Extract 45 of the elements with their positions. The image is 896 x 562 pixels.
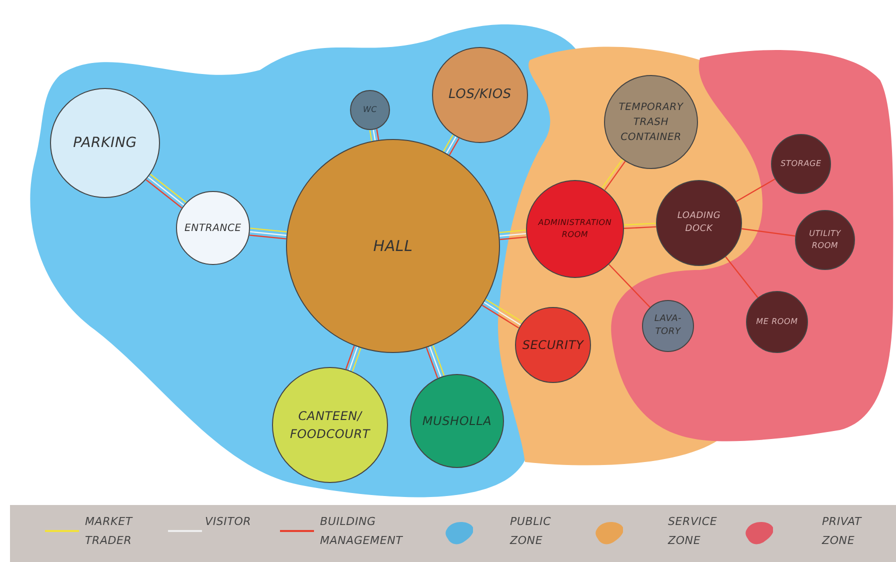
room-label: LOADING DOCK bbox=[676, 210, 722, 236]
connector-line bbox=[429, 346, 442, 378]
room-label: PARKING bbox=[73, 134, 137, 152]
legend-label: BUILDING MANAGEMENT bbox=[320, 514, 404, 549]
connector-line bbox=[345, 346, 355, 370]
room-label: WC bbox=[362, 104, 378, 116]
room-label: UTILITY ROOM bbox=[808, 228, 842, 252]
room-label: STORAGE bbox=[780, 158, 822, 170]
connector-line bbox=[376, 129, 380, 140]
legend-label: PRIVAT ZONE bbox=[822, 514, 863, 549]
connector-line bbox=[742, 228, 796, 237]
connector-line bbox=[432, 345, 445, 376]
connector-line bbox=[500, 236, 527, 240]
connector-line bbox=[369, 130, 372, 142]
connector-line bbox=[448, 138, 460, 156]
connector-line bbox=[442, 134, 454, 152]
connector-line bbox=[348, 346, 358, 370]
connector-line bbox=[608, 264, 650, 308]
connector-line bbox=[249, 234, 286, 240]
room-label: MUSHOLLA bbox=[422, 413, 492, 430]
connector-line bbox=[725, 256, 758, 298]
legend-label: SERVICE ZONE bbox=[668, 514, 718, 549]
room-label: ME ROOM bbox=[756, 316, 798, 328]
connector-line bbox=[736, 178, 776, 202]
room-label: ENTRANCE bbox=[184, 222, 242, 236]
connector-line bbox=[446, 136, 457, 154]
connector-line bbox=[499, 229, 526, 234]
room-label: HALL bbox=[373, 236, 413, 257]
connector-line bbox=[250, 228, 287, 232]
connector-line bbox=[624, 226, 656, 229]
connector-line bbox=[250, 231, 287, 236]
room-label: SECURITY bbox=[522, 337, 584, 354]
room-label: LOS/KIOS bbox=[448, 86, 512, 104]
room-label: TEMPORARY TRASH CONTAINER bbox=[618, 100, 684, 144]
legend-label: PUBLIC ZONE bbox=[510, 514, 552, 549]
connector-line bbox=[352, 348, 362, 372]
connector-line bbox=[426, 347, 438, 378]
legend-label: MARKET TRADER bbox=[85, 514, 134, 549]
connector-line bbox=[624, 222, 656, 226]
connector-line bbox=[372, 130, 376, 141]
room-label: ADMINISTRATION ROOM bbox=[537, 217, 613, 241]
room-label: CANTEEN/ FOODCOURT bbox=[288, 408, 372, 443]
legend-label: VISITOR bbox=[205, 514, 252, 530]
room-label: LAVA- TORY bbox=[653, 312, 683, 339]
connector-line bbox=[499, 232, 526, 237]
